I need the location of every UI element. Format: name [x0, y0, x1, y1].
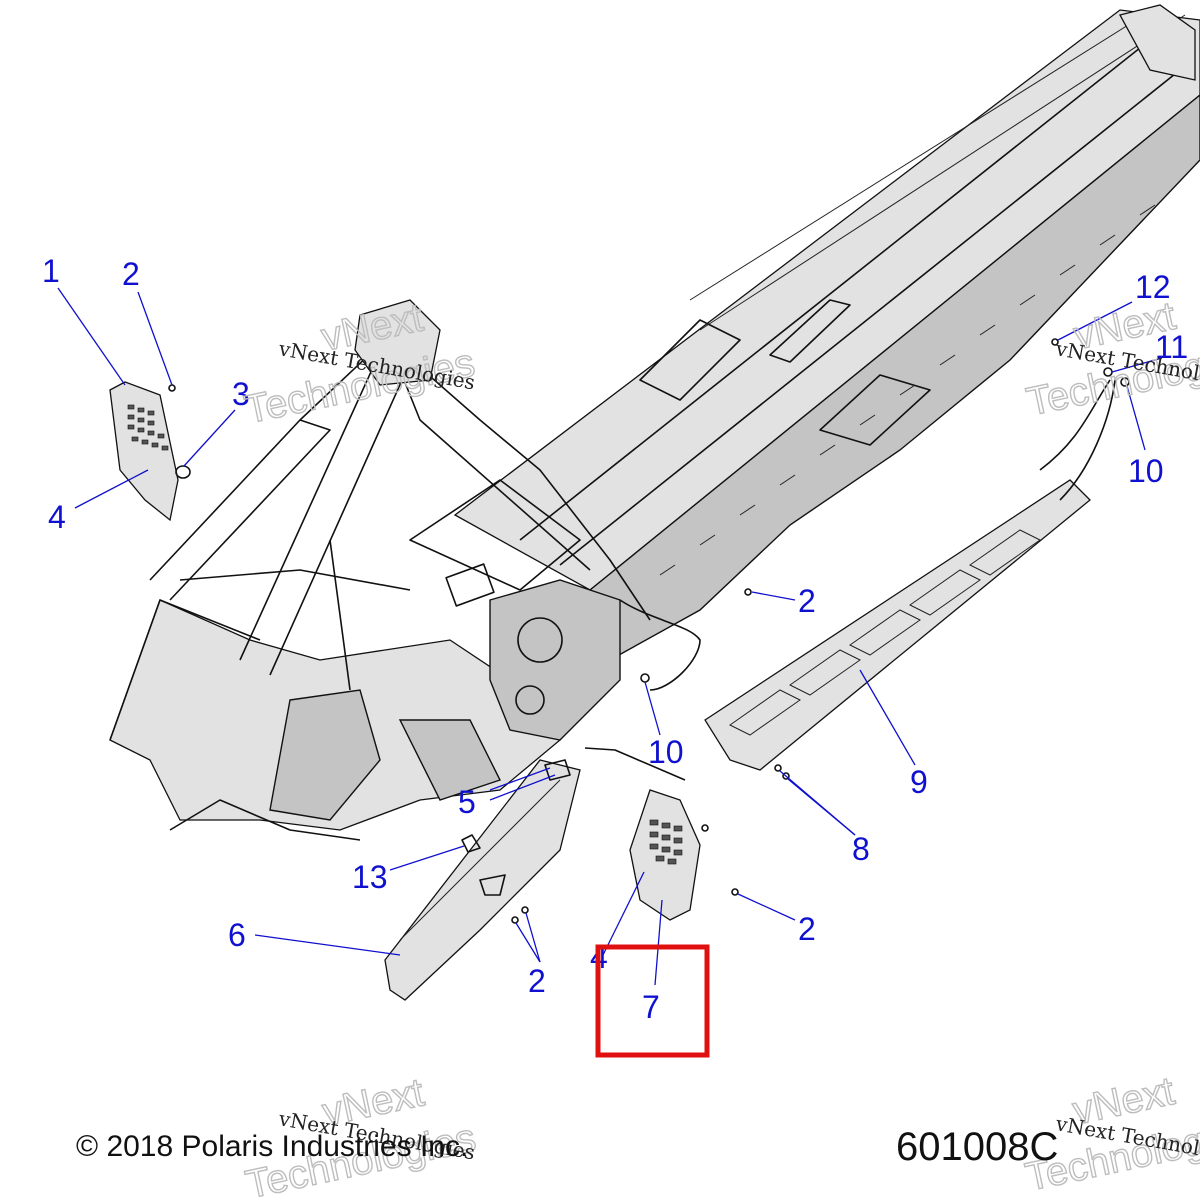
part-1-vent-panel	[109, 381, 191, 522]
callout-2-mid: 2	[798, 583, 816, 619]
callout-3: 3	[232, 376, 250, 412]
hardware-fasteners	[511, 338, 1130, 924]
callout-8: 8	[852, 831, 870, 867]
callout-4-left: 4	[48, 499, 66, 535]
callout-1: 1	[42, 253, 60, 289]
callout-11: 11	[1155, 329, 1188, 365]
part-6-side-panel	[384, 759, 581, 1001]
diagram-number: 601008C	[896, 1125, 1058, 1169]
copyright-text: © 2018 Polaris Industries Inc.	[76, 1130, 468, 1163]
callout-12: 12	[1135, 269, 1171, 305]
callout-9: 9	[910, 764, 928, 800]
running-board-cutouts	[729, 529, 1041, 736]
callout-7: 7	[642, 989, 660, 1025]
callout-13: 13	[352, 859, 388, 895]
callout-10-right: 10	[1128, 453, 1164, 489]
callout-10-mid: 10	[648, 734, 684, 770]
part-7-vent-panel	[584, 747, 701, 921]
callout-2-bottom: 2	[528, 963, 546, 999]
leader-lines	[57, 287, 1163, 986]
running-board	[704, 379, 1116, 771]
tunnel-assembly	[453, 4, 1200, 662]
tunnel-vent-slots	[659, 204, 1156, 576]
part-1-vent-holes	[127, 404, 169, 451]
callout-5: 5	[458, 784, 476, 820]
callout-labels: 1 2 3 4 2 10 5 13 6 2 4 7 2 8 9 12 11 10	[42, 253, 1188, 1025]
callout-2-right: 2	[798, 911, 816, 947]
front-frame	[109, 299, 701, 841]
callout-2-top: 2	[122, 256, 140, 292]
highlight-box-part-7	[595, 944, 710, 1058]
callout-6: 6	[228, 917, 246, 953]
part-7-vent-holes	[649, 819, 683, 865]
